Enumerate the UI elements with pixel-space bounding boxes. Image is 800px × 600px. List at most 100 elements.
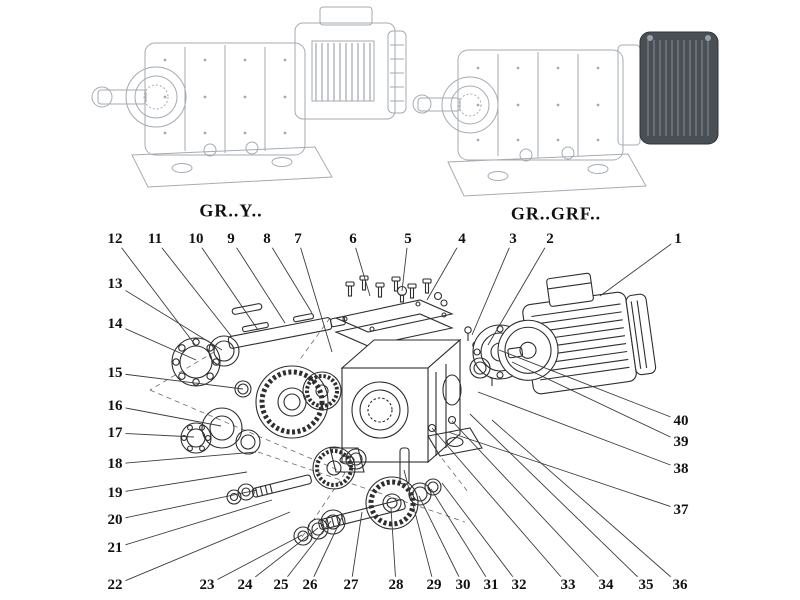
housing-foot (427, 427, 483, 457)
gearbox-housing-outline (457, 49, 624, 161)
leader-line-12 (114, 238, 197, 347)
leader-line-36 (491, 419, 681, 586)
part-number-4: 4 (455, 230, 469, 248)
drain-plug (447, 415, 457, 425)
leader-line-3 (471, 238, 514, 336)
part-number-10: 10 (185, 230, 207, 248)
part-number-38: 38 (670, 460, 692, 478)
intermediate-pinion-shaft (251, 474, 312, 498)
part-number-14: 14 (104, 315, 126, 333)
part-number-20: 20 (104, 511, 126, 529)
oil-seal (208, 335, 240, 367)
part-number-28: 28 (385, 576, 407, 594)
leader-line-10 (195, 238, 259, 331)
output-shaft (417, 97, 461, 112)
leader-line-37 (447, 431, 682, 511)
leader-line-15 (114, 372, 244, 390)
loose-key (231, 303, 263, 315)
spacer-ring (469, 357, 491, 379)
motor-body-outline (294, 22, 396, 120)
breather-washers (433, 291, 448, 307)
output-shaft (97, 89, 147, 105)
motor-terminal-box (546, 272, 594, 307)
bolt-dots (476, 66, 600, 142)
mounting-feet (131, 146, 333, 188)
retaining-ring (235, 429, 261, 455)
housing-foot (329, 447, 365, 473)
leader-line-26 (309, 514, 344, 586)
ball-bearing (171, 337, 221, 387)
terminal-box (319, 6, 373, 26)
part-number-26: 26 (299, 576, 321, 594)
leader-line-5 (401, 238, 409, 292)
gearmotor-drawing-gr-y (91, 6, 407, 188)
leader-line-40 (498, 349, 682, 422)
leader-line-11 (154, 238, 233, 338)
leader-line-4 (426, 238, 463, 301)
shaft-key (241, 321, 269, 333)
leader-line-31 (430, 488, 492, 586)
small-washers (226, 483, 255, 505)
leader-line-24 (244, 527, 319, 586)
part-number-40: 40 (670, 412, 692, 430)
exploded-view (149, 272, 657, 546)
part-number-17: 17 (104, 424, 126, 442)
input-shaft (227, 313, 346, 349)
leader-line-29 (403, 469, 435, 586)
part-number-19: 19 (104, 484, 126, 502)
part-number-8: 8 (260, 230, 274, 248)
part-number-24: 24 (234, 576, 256, 594)
part-number-33: 33 (557, 576, 579, 594)
part-number-16: 16 (104, 397, 126, 415)
part-number-5: 5 (401, 230, 415, 248)
part-number-1: 1 (671, 230, 685, 248)
variant-label-gr-grf: GR..GRF.. (510, 203, 602, 224)
leader-line-32 (441, 482, 520, 586)
part-number-31: 31 (480, 576, 502, 594)
leader-line-9 (230, 238, 286, 324)
spacer-washer (201, 407, 243, 449)
leader-line-6 (352, 238, 371, 297)
part-number-36: 36 (669, 576, 691, 594)
leader-line-16 (114, 405, 222, 427)
part-number-30: 30 (452, 576, 474, 594)
gearbox-housing (329, 338, 483, 473)
grf-cover-block (639, 31, 719, 145)
adapter-flange (617, 44, 641, 146)
cover-gasket (334, 313, 454, 347)
motor-winding-area (311, 40, 375, 102)
leader-line-19 (114, 471, 248, 494)
leader-line-38 (477, 391, 682, 470)
part-number-25: 25 (270, 576, 292, 594)
housing-cover (334, 299, 454, 333)
leader-line-1 (599, 238, 679, 297)
leader-lines (114, 238, 682, 586)
fan-cowl (387, 30, 407, 114)
roller-bearing (180, 422, 212, 454)
part-number-29: 29 (423, 576, 445, 594)
part-number-23: 23 (196, 576, 218, 594)
gearmotor-drawing-gr-grf (412, 31, 719, 197)
leader-line-30 (418, 495, 464, 586)
part-number-21: 21 (104, 539, 126, 557)
part-number-27: 27 (340, 576, 362, 594)
leader-line-23 (206, 534, 303, 586)
leader-line-18 (114, 451, 257, 465)
gear-spacer (345, 448, 367, 470)
part-number-39: 39 (670, 433, 692, 451)
leader-line-25 (280, 520, 332, 586)
leader-line-34 (451, 420, 607, 586)
part-number-9: 9 (224, 230, 238, 248)
leader-line-14 (114, 323, 197, 361)
eye-bolt (396, 285, 408, 303)
leader-line-22 (114, 511, 291, 586)
leader-line-17 (114, 432, 195, 438)
leader-line-39 (511, 361, 682, 443)
leader-line-13 (114, 283, 223, 351)
electric-motor (497, 272, 657, 395)
mounting-feet (447, 153, 647, 197)
part-number-22: 22 (104, 576, 126, 594)
bolt-dots (163, 58, 287, 135)
